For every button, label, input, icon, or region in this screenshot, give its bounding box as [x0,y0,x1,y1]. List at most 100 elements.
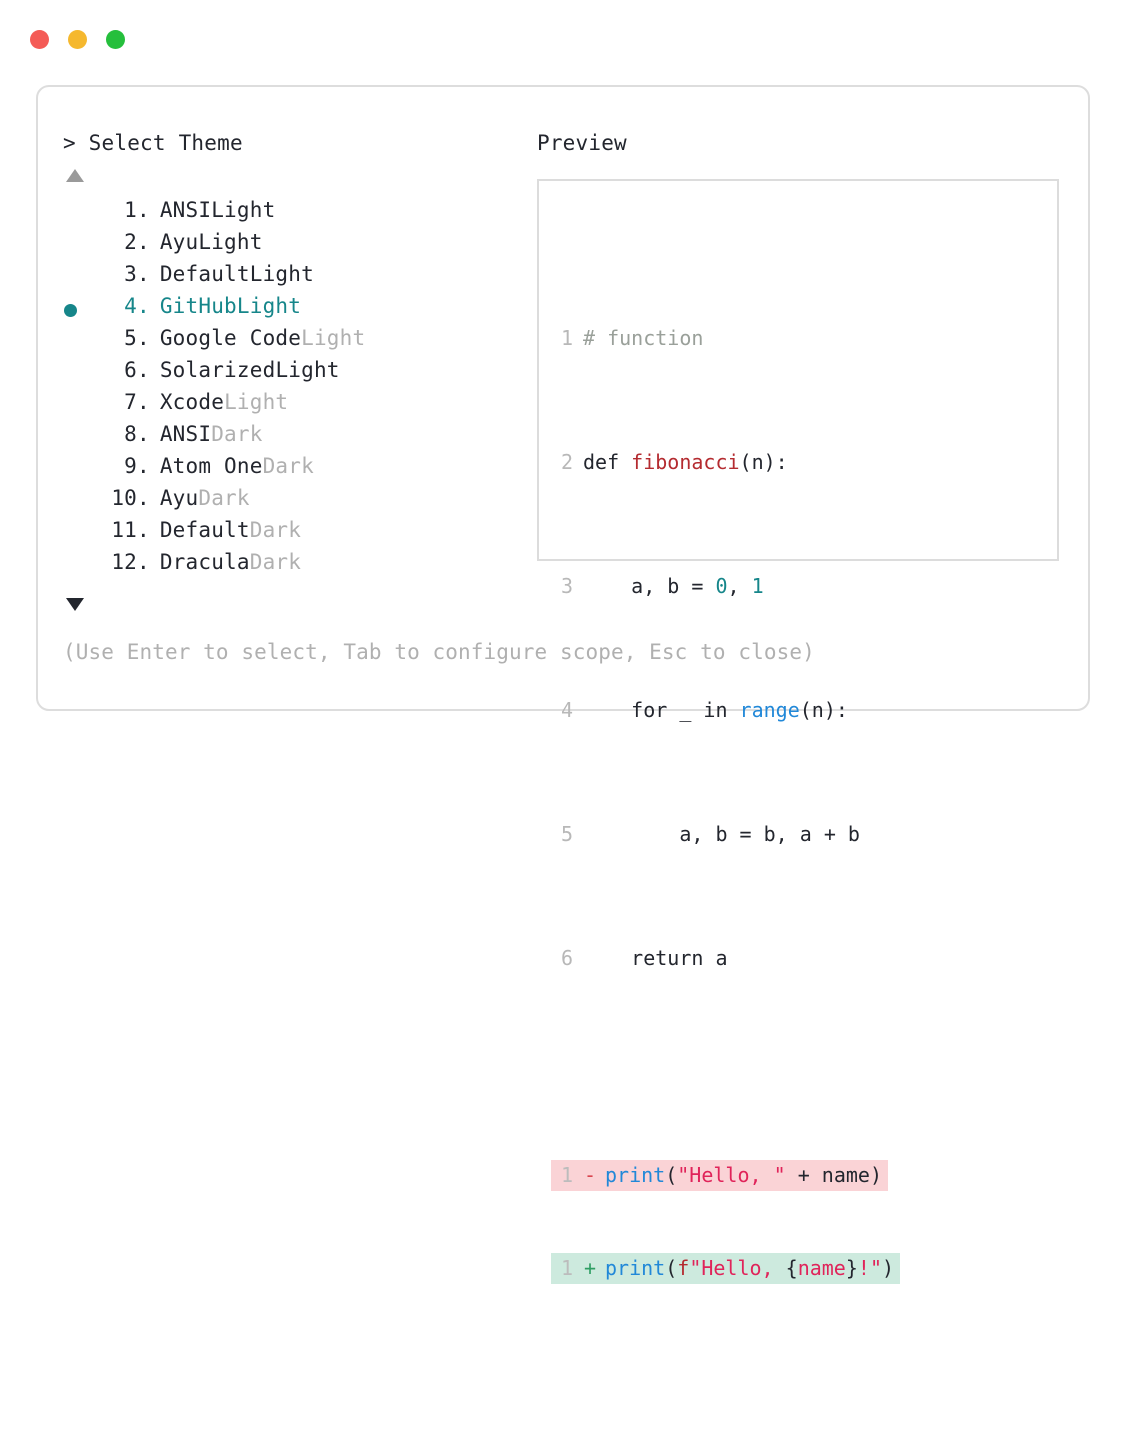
theme-picker-card: > Select Theme 1. ANSI Light 2. Ayu Ligh… [36,85,1090,1284]
list-item[interactable]: 11. Default Dark [63,518,533,550]
list-item-variant: Light [198,230,263,254]
code-line-text: return a [583,946,728,970]
list-item-variant: Dark [211,422,263,446]
list-item-index: 7 [124,390,137,414]
code-line: 3 a, b = 0, 1 [551,571,900,602]
line-number: 1 [560,1256,573,1280]
list-item-index: 1 [124,198,137,222]
line-number: 6 [560,946,573,970]
list-item-index-dot: . [137,262,150,286]
selected-bullet-icon [64,303,77,317]
code-line: 5 a, b = b, a + b [551,819,900,850]
list-item-name: Atom One [159,454,263,478]
selection-bullet-slot [63,550,91,582]
selection-bullet-slot [63,198,91,230]
list-item-index: 4 [124,294,137,318]
list-item-index: 3 [124,262,137,286]
code-line-text: a, b = 0, 1 [583,574,764,598]
list-item-variant: Light [236,294,302,318]
theme-list[interactable]: 1. ANSI Light 2. Ayu Light 3. Default Li… [63,198,533,582]
selection-bullet-slot [63,518,91,550]
diff-block: 1 - print("Hello, " + name) 1 + print(f"… [551,1098,901,1346]
preview-title: Preview [537,131,627,155]
diff-line-text: print(f"Hello, {name}!") [605,1256,895,1280]
window-close-dot[interactable] [30,30,49,49]
list-item[interactable]: 7. Xcode Light [63,390,533,422]
list-item-index: 10 [111,486,137,510]
scroll-up-icon[interactable] [66,169,84,182]
list-item[interactable]: 12. Dracula Dark [63,550,533,582]
code-line: 2 def fibonacci(n): [551,447,900,478]
list-item[interactable]: 2. Ayu Light [63,230,533,262]
list-item[interactable]: 10. Ayu Dark [63,486,533,518]
list-item-index: 2 [124,230,137,254]
selection-bullet-slot [63,358,91,390]
list-item-index-dot: . [137,198,150,222]
list-item-index-dot: . [137,422,150,446]
selection-bullet-slot [63,486,91,518]
list-item-name: ANSI [159,422,212,446]
code-line-text: for _ in range(n): [583,698,848,722]
line-number: 3 [560,574,573,598]
list-item[interactable]: 3. Default Light [63,262,533,294]
list-item-name: Default [159,262,250,286]
list-item-variant: Light [211,198,276,222]
list-item-index-dot: . [137,454,150,478]
list-item-index: 8 [124,422,137,446]
list-item-name: Solarized [159,358,276,382]
list-item-variant: Light [275,358,340,382]
list-item-index: 5 [124,326,137,350]
list-item-name: Dracula [159,550,250,574]
preview-pane: Preview 1 # function 2 def fibonacci(n):… [537,131,1067,1284]
selection-bullet-slot [63,230,91,262]
list-item-variant: Dark [198,486,250,510]
line-number: 4 [560,698,573,722]
list-item-name: Google Code [159,326,302,350]
list-item-name: ANSI [159,198,212,222]
scroll-down-icon[interactable] [66,598,84,611]
code-line: 1 # function [551,323,900,354]
list-item-variant: Dark [262,454,314,478]
diff-sign-added: + [583,1256,597,1280]
window-titlebar [30,30,125,49]
list-item-selected[interactable]: 4. GitHub Light [63,294,533,326]
code-line: 6 return a [551,943,900,974]
list-item-index-dot: . [137,326,150,350]
list-item[interactable]: 9. Atom One Dark [63,454,533,486]
line-number: 5 [560,822,573,846]
list-item-index: 11 [111,518,137,542]
selection-bullet-slot [63,294,91,326]
list-item-index-dot: . [137,390,150,414]
list-item[interactable]: 8. ANSI Dark [63,422,533,454]
diff-sign-removed: - [583,1163,597,1187]
code-line: 4 for _ in range(n): [551,695,900,726]
list-item[interactable]: 5. Google Code Light [63,326,533,358]
list-item-index: 6 [124,358,137,382]
code-preview: 1 # function 2 def fibonacci(n): 3 a, b … [551,230,901,1439]
list-item-index-dot: . [137,358,150,382]
list-item-index-dot: . [137,294,150,318]
list-item-variant: Light [224,390,289,414]
window-minimize-dot[interactable] [68,30,87,49]
diff-line-added: 1 + print(f"Hello, {name}!") [551,1253,901,1284]
list-item-variant: Light [301,326,366,350]
list-item[interactable]: 1. ANSI Light [63,198,533,230]
code-line-text: # function [583,326,704,350]
list-item-index-dot: . [137,518,150,542]
list-item-name: GitHub [159,294,237,318]
line-number: 1 [560,326,573,350]
list-item-name: Ayu [159,230,199,254]
list-item-name: Xcode [159,390,225,414]
selection-bullet-slot [63,390,91,422]
list-item-variant: Dark [249,518,302,542]
code-line-text: def fibonacci(n): [583,450,788,474]
window-maximize-dot[interactable] [106,30,125,49]
list-item-index: 12 [111,550,137,574]
diff-line-text: print("Hello, " + name) [605,1163,882,1187]
selection-bullet-slot [63,422,91,454]
selection-bullet-slot [63,262,91,294]
preview-box: 1 # function 2 def fibonacci(n): 3 a, b … [537,179,1059,1284]
list-item[interactable]: 6. Solarized Light [63,358,533,390]
list-item-index-dot: . [137,486,150,510]
list-item-index-dot: . [137,550,150,574]
